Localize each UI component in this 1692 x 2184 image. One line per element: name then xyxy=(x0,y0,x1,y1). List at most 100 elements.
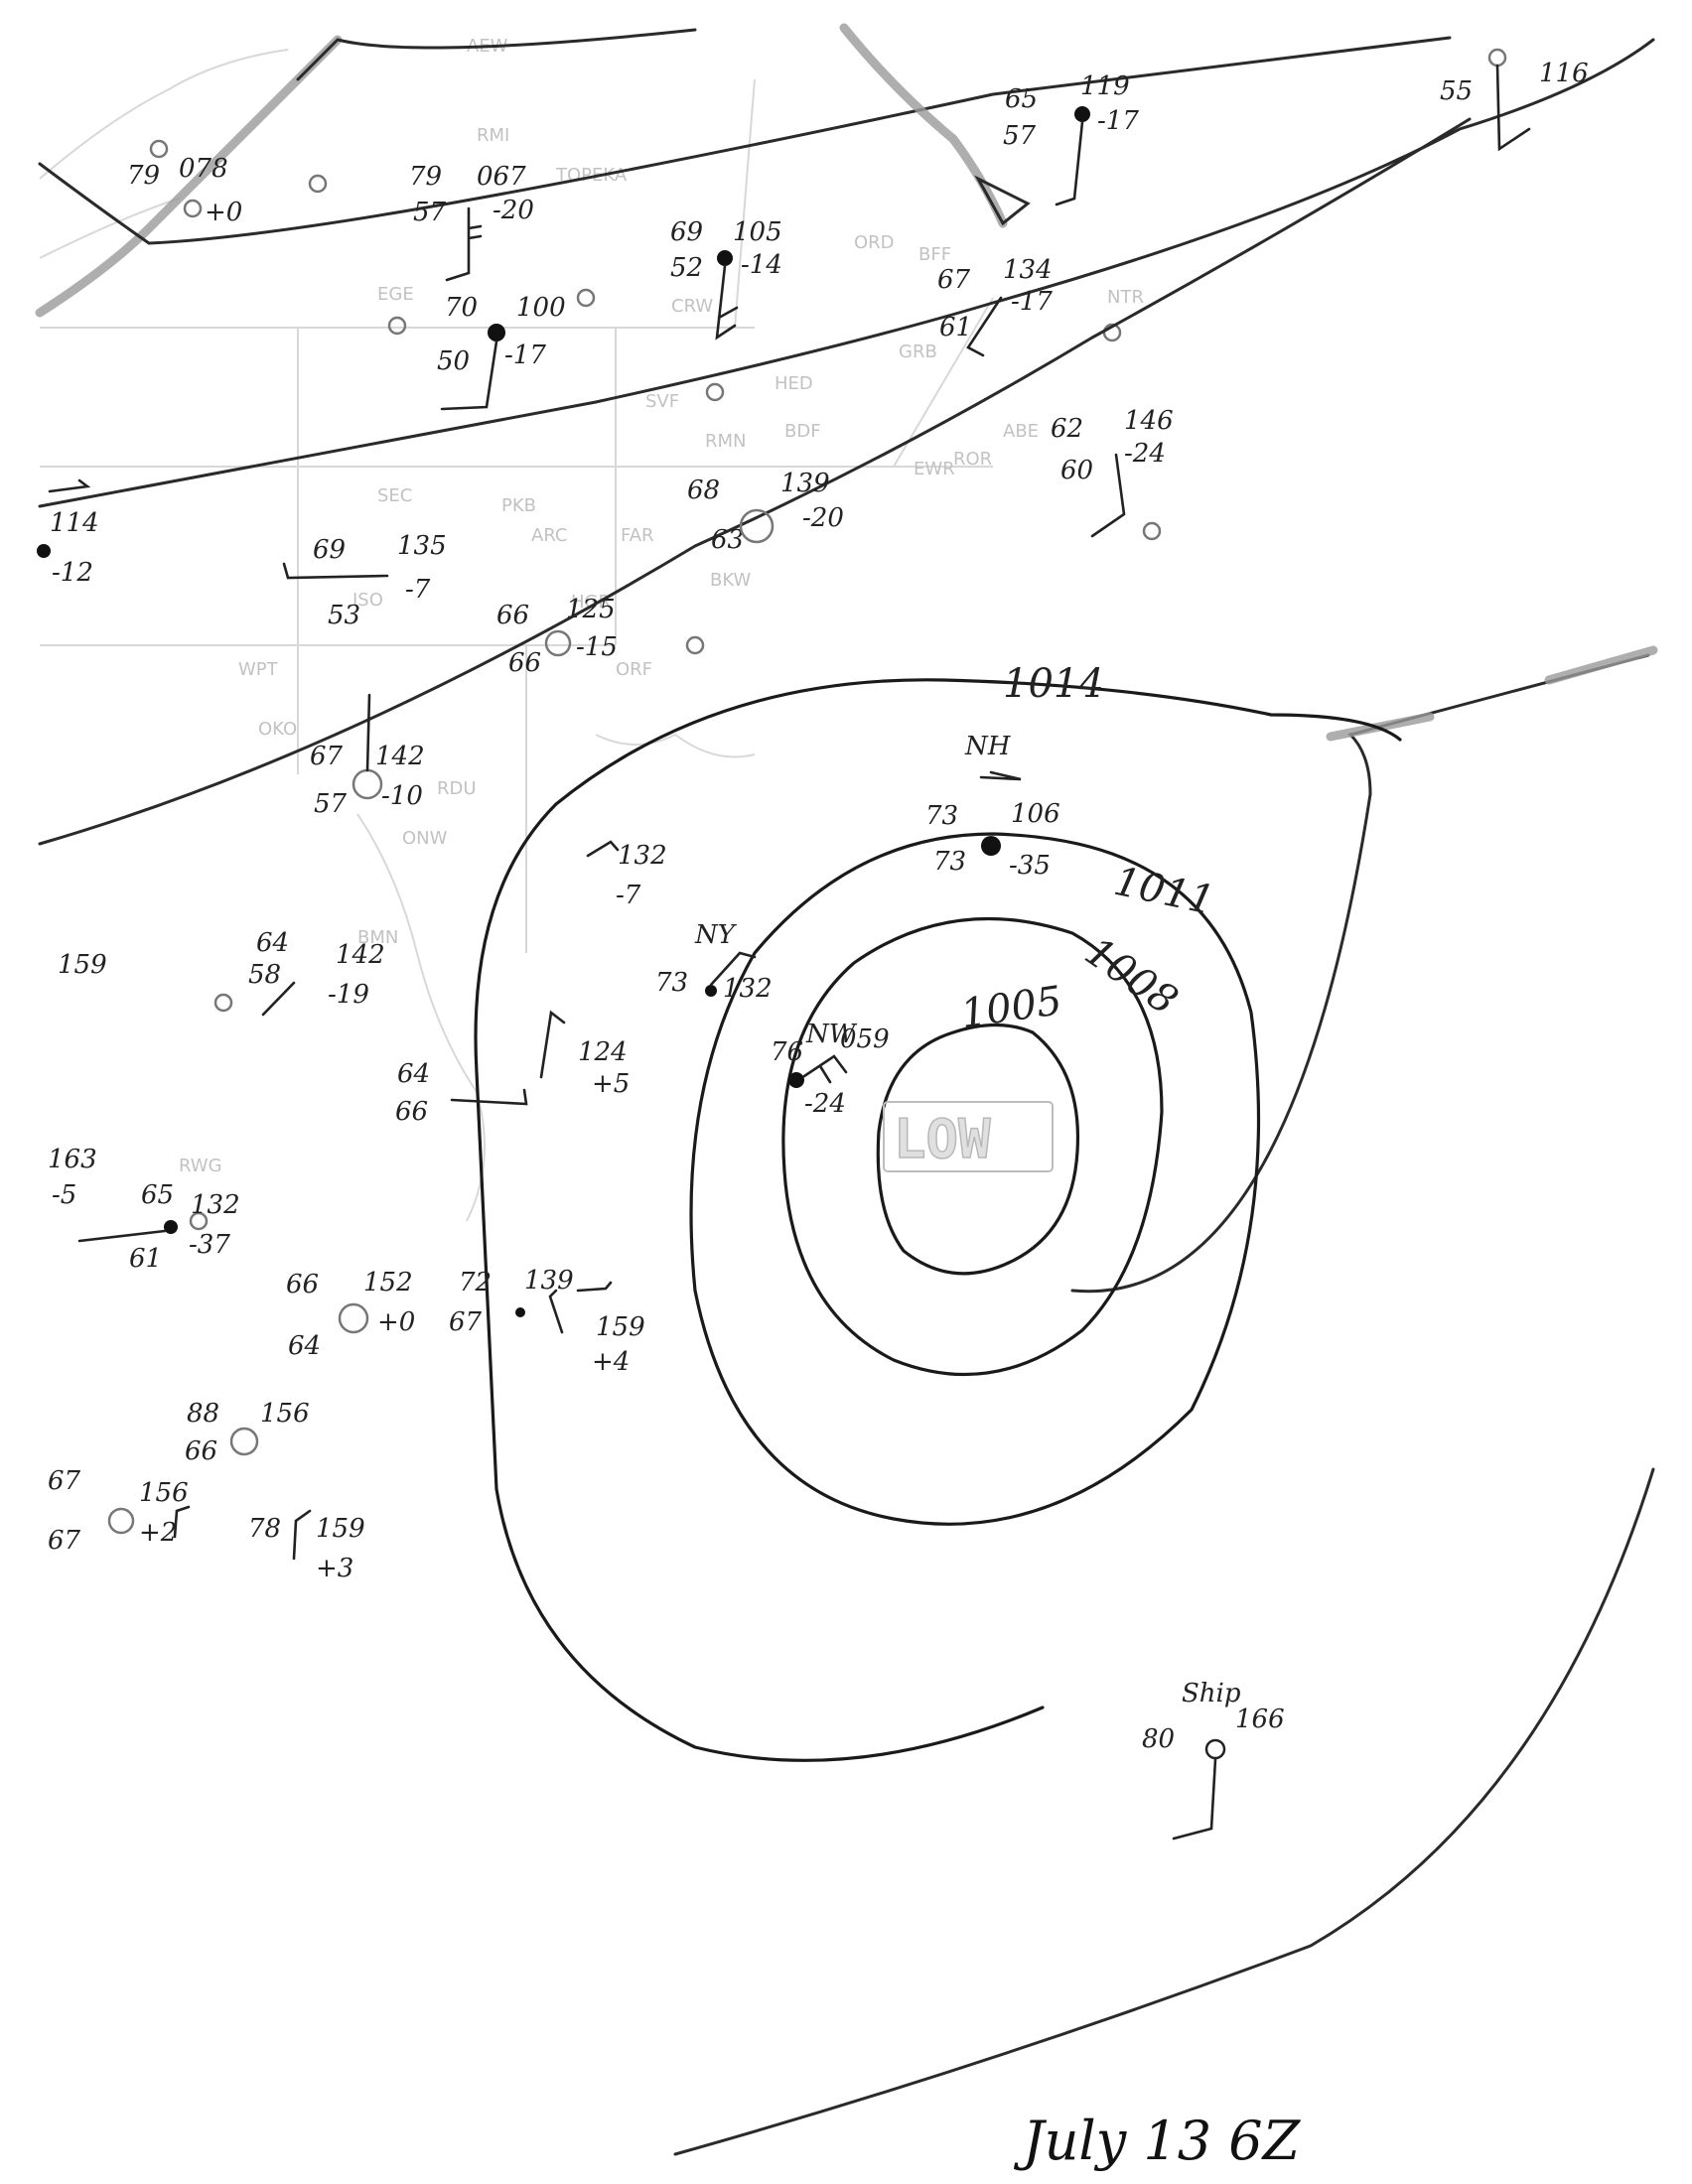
front-line xyxy=(1070,653,1650,1294)
obs-temp: 69 xyxy=(313,535,346,565)
obs-pressure: 125 xyxy=(566,595,616,624)
station-circle xyxy=(544,629,572,657)
wind-barb xyxy=(365,693,371,772)
obs-tendency: +3 xyxy=(316,1554,353,1583)
isobar-label-1014: 1014 xyxy=(1003,661,1104,707)
base-map-label: RMN xyxy=(705,431,747,452)
obs-tendency: -17 xyxy=(1097,106,1139,136)
obs-dewpoint: 66 xyxy=(508,648,541,678)
obs-temp: 80 xyxy=(1142,1724,1175,1754)
station-circle xyxy=(352,768,383,800)
obs-pressure: 152 xyxy=(363,1268,413,1297)
obs-temp: 79 xyxy=(409,162,442,192)
wind-barb xyxy=(1055,120,1084,206)
obs-pressure: 132 xyxy=(723,974,773,1004)
obs-pressure: 142 xyxy=(336,940,385,970)
front-line xyxy=(38,36,1452,245)
base-map-label: ORD xyxy=(854,232,895,253)
obs-pressure: 116 xyxy=(1539,59,1589,88)
isobar-1008 xyxy=(781,916,1164,1377)
base-map-label: EGE xyxy=(377,284,414,305)
obs-pressure: 156 xyxy=(139,1478,189,1508)
obs-dewpoint: 60 xyxy=(1060,456,1093,485)
station-id-ny: NY xyxy=(694,920,738,950)
obs-dewpoint: 61 xyxy=(939,313,972,342)
base-map-label: OKO xyxy=(258,719,297,740)
station-circle xyxy=(213,993,233,1013)
obs-temp: 66 xyxy=(496,601,529,630)
obs-dewpoint: 58 xyxy=(248,960,281,990)
obs-tendency: -19 xyxy=(328,980,369,1010)
obs-tendency: +4 xyxy=(592,1347,630,1377)
wind-barb xyxy=(1172,1757,1217,1841)
station-circle xyxy=(1487,48,1507,68)
obs-dewpoint: 73 xyxy=(933,847,966,877)
obs-dewpoint: 63 xyxy=(711,525,744,555)
obs-dewpoint: 66 xyxy=(185,1436,217,1466)
base-map-label: BMN xyxy=(357,927,398,948)
low-center: LOW xyxy=(883,1101,1054,1172)
wind-barb xyxy=(282,562,389,580)
wind-barb xyxy=(715,264,739,341)
station-circle xyxy=(338,1302,369,1334)
obs-pressure: 146 xyxy=(1124,406,1174,436)
base-map-label: HGR xyxy=(571,592,611,613)
obs-dewpoint: 57 xyxy=(413,198,447,227)
obs-tendency: -15 xyxy=(576,632,618,662)
wind-barb xyxy=(709,951,757,987)
wind-barb xyxy=(48,478,91,493)
front-line xyxy=(38,38,1655,508)
obs-dewpoint: 67 xyxy=(449,1307,483,1337)
station-plots: 79 078 +0 79 067 57 -20 69 105 52 -14 65… xyxy=(37,48,1589,1841)
station-dot xyxy=(705,985,717,997)
obs-tendency: -10 xyxy=(381,781,423,811)
station-circle xyxy=(183,199,203,218)
obs-pressure: 132 xyxy=(191,1190,240,1220)
obs-pressure: 159 xyxy=(316,1514,365,1544)
wind-barb xyxy=(586,840,620,858)
base-map-label: SEC xyxy=(377,485,412,506)
obs-pressure: 139 xyxy=(780,469,830,498)
obs-pressure: 135 xyxy=(397,531,447,561)
wind-barb xyxy=(450,1088,528,1106)
base-map: AEW RMI TOPEKA ORD BFF CRW EGE GRB HED S… xyxy=(39,36,1162,1231)
low-label: LOW xyxy=(894,1108,991,1170)
station-circle xyxy=(107,1507,135,1535)
base-map-label: ARC xyxy=(531,525,568,546)
station-circle xyxy=(576,288,596,308)
isobar-1011 xyxy=(689,832,1261,1526)
obs-pressure: 100 xyxy=(516,293,566,323)
obs-temp: 64 xyxy=(397,1059,430,1089)
base-map-label: BKW xyxy=(710,570,752,591)
base-map-label: RWG xyxy=(179,1156,222,1176)
base-map-label: ISO xyxy=(352,590,383,611)
map-date-label: July 13 6Z xyxy=(1013,2110,1302,2172)
obs-dewpoint: 50 xyxy=(437,346,470,376)
station-dot xyxy=(717,250,733,266)
obs-temp: 64 xyxy=(256,928,289,958)
obs-tendency: -12 xyxy=(52,558,93,588)
base-map-label: FAR xyxy=(621,525,654,546)
obs-pressure: 078 xyxy=(179,154,228,184)
isobar-label-1005: 1005 xyxy=(958,978,1064,1037)
obs-tendency: -5 xyxy=(52,1180,76,1210)
station-circle xyxy=(1142,521,1162,541)
obs-tendency: -17 xyxy=(1011,287,1053,317)
obs-tendency: -35 xyxy=(1009,851,1051,881)
obs-temp: 65 xyxy=(1005,84,1038,114)
obs-tendency: -20 xyxy=(802,503,844,533)
station-circle xyxy=(189,1211,209,1231)
obs-temp: 73 xyxy=(925,801,958,831)
obs-tendency: -14 xyxy=(741,250,782,280)
obs-pressure: 105 xyxy=(733,217,782,247)
obs-pressure: 166 xyxy=(1235,1705,1285,1734)
base-map-label: ABE xyxy=(1003,421,1039,442)
obs-dewpoint: 57 xyxy=(314,789,348,819)
obs-temp: 76 xyxy=(771,1037,803,1067)
obs-tendency: +5 xyxy=(592,1069,630,1099)
wind-barb xyxy=(576,1281,613,1293)
obs-tendency: -24 xyxy=(804,1089,846,1119)
base-map-label: ROR xyxy=(953,449,992,470)
obs-temp: 67 xyxy=(48,1466,81,1496)
